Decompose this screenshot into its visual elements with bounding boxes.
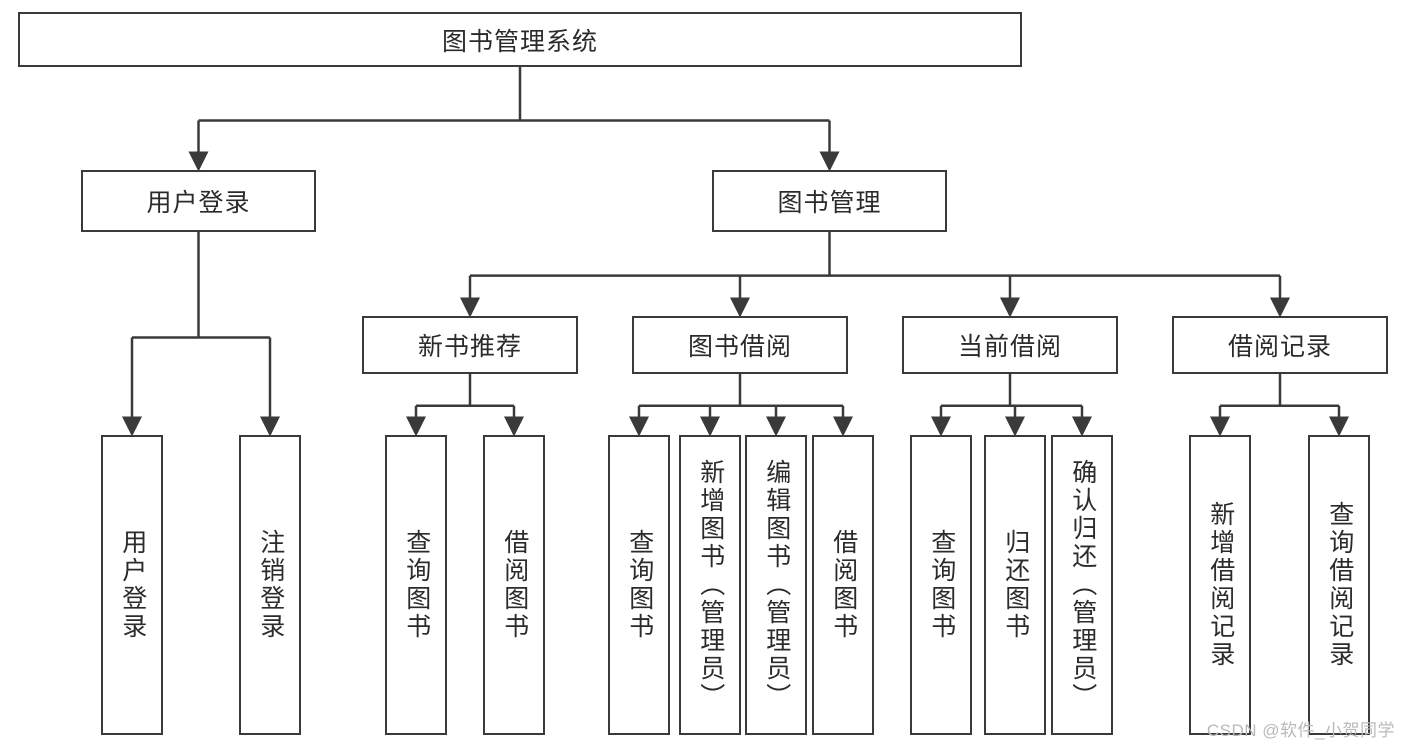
node-label: 借阅图书 bbox=[829, 529, 858, 641]
node-leaf-query-book-2[interactable]: 查询图书 bbox=[608, 435, 670, 735]
node-user-login[interactable]: 用户登录 bbox=[81, 170, 316, 232]
node-leaf-query-book-1[interactable]: 查询图书 bbox=[385, 435, 447, 735]
node-label: 归还图书 bbox=[1001, 529, 1030, 641]
node-book-borrow[interactable]: 图书借阅 bbox=[632, 316, 848, 374]
node-label: 当前借阅 bbox=[957, 333, 1062, 361]
node-label: 查询图书 bbox=[625, 529, 654, 641]
node-root[interactable]: 图书管理系统 bbox=[18, 12, 1022, 67]
node-label: 查询图书 bbox=[402, 529, 431, 641]
node-current-borrow[interactable]: 当前借阅 bbox=[902, 316, 1118, 374]
node-label: 用户登录 bbox=[146, 189, 251, 217]
node-label: 新增借阅记录 bbox=[1206, 501, 1235, 669]
node-leaf-borrow-book-1[interactable]: 借阅图书 bbox=[483, 435, 545, 735]
node-label: 借阅记录 bbox=[1227, 333, 1332, 361]
node-label: 用户登录 bbox=[118, 529, 147, 641]
node-label: 确认归还（管理员） bbox=[1068, 459, 1097, 711]
node-label: 编辑图书（管理员） bbox=[762, 459, 791, 711]
node-leaf-confirm-return[interactable]: 确认归还（管理员） bbox=[1051, 435, 1113, 735]
node-leaf-logout[interactable]: 注销登录 bbox=[239, 435, 301, 735]
node-label: 新增图书（管理员） bbox=[696, 459, 725, 711]
node-new-book-recommend[interactable]: 新书推荐 bbox=[362, 316, 578, 374]
node-label: 图书借阅 bbox=[687, 333, 792, 361]
node-label: 查询图书 bbox=[927, 529, 956, 641]
node-leaf-user-login[interactable]: 用户登录 bbox=[101, 435, 163, 735]
node-leaf-query-record[interactable]: 查询借阅记录 bbox=[1308, 435, 1370, 735]
watermark-text: CSDN @软件_小贺同学 bbox=[1206, 721, 1395, 740]
node-label: 图书管理 bbox=[777, 189, 882, 217]
node-leaf-edit-book[interactable]: 编辑图书（管理员） bbox=[745, 435, 807, 735]
node-leaf-borrow-book-2[interactable]: 借阅图书 bbox=[812, 435, 874, 735]
node-label: 注销登录 bbox=[256, 529, 285, 641]
node-book-manage[interactable]: 图书管理 bbox=[712, 170, 947, 232]
node-label: 借阅图书 bbox=[500, 529, 529, 641]
node-leaf-add-record[interactable]: 新增借阅记录 bbox=[1189, 435, 1251, 735]
node-borrow-record[interactable]: 借阅记录 bbox=[1172, 316, 1388, 374]
node-leaf-add-book[interactable]: 新增图书（管理员） bbox=[679, 435, 741, 735]
node-label: 查询借阅记录 bbox=[1325, 501, 1354, 669]
node-label: 图书管理系统 bbox=[441, 27, 598, 56]
node-leaf-return-book[interactable]: 归还图书 bbox=[984, 435, 1046, 735]
node-leaf-query-book-3[interactable]: 查询图书 bbox=[910, 435, 972, 735]
node-label: 新书推荐 bbox=[417, 333, 522, 361]
